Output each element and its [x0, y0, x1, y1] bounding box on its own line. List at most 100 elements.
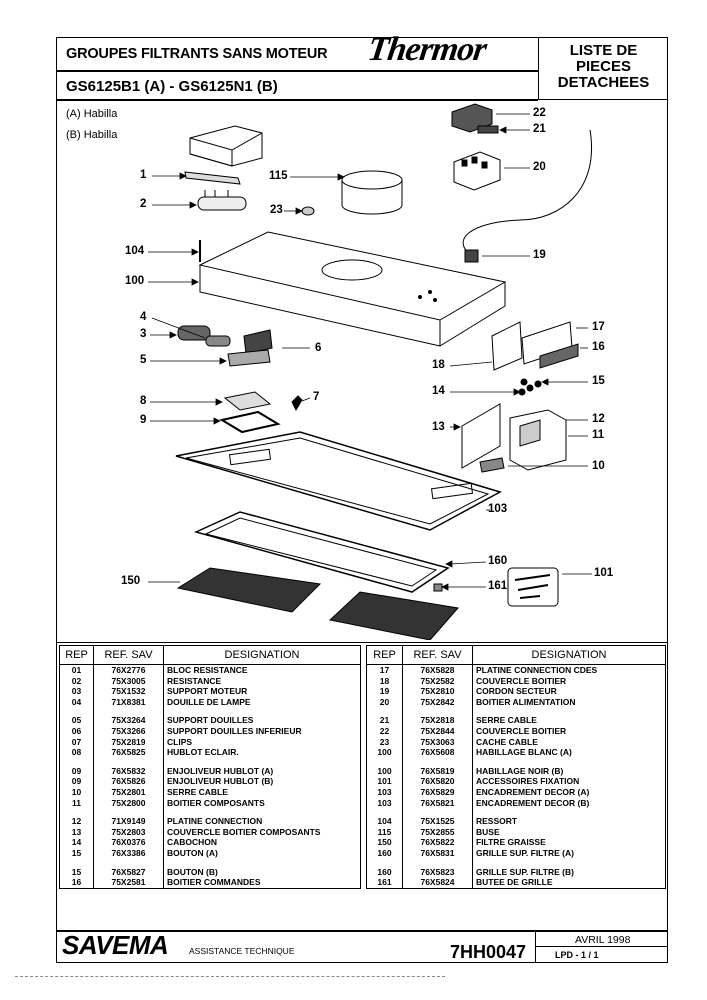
col-header-designation: DESIGNATION [163, 645, 361, 665]
callout-15: 15 [592, 375, 605, 387]
ref-sav-cell: 75X2819 [93, 736, 164, 748]
rep-cell: 23 [366, 736, 403, 748]
table-spacer-cell [366, 707, 403, 716]
rep-cell: 115 [366, 826, 403, 838]
table-spacer-cell [402, 757, 473, 766]
rep-cell: 100 [366, 747, 403, 758]
callout-8: 8 [140, 395, 147, 407]
document-title: GROUPES FILTRANTS SANS MOTEUR [66, 46, 328, 62]
part-couvercle-boitier [451, 103, 493, 133]
designation-cell: SUPPORT DOUILLES [163, 715, 361, 726]
legend-habilla-a: (A) Habilla [66, 108, 118, 120]
ref-sav-cell: 75X2582 [402, 675, 473, 687]
designation-cell: BOUTON (A) [163, 847, 361, 859]
part-serre-cable [477, 125, 499, 134]
part-habillage [198, 231, 507, 347]
rep-cell: 13 [59, 826, 94, 838]
page-number: LPD - 1 / 1 [555, 950, 599, 960]
col-header-rep: REP [366, 645, 403, 665]
ref-sav-cell: 76X2776 [93, 664, 164, 676]
footer-top-rule [56, 930, 668, 932]
table-spacer-cell [93, 757, 164, 766]
ref-sav-cell: 75X2801 [93, 786, 164, 798]
rep-cell: 15 [59, 866, 94, 878]
ref-sav-cell: 75X2855 [402, 826, 473, 838]
callout-10: 10 [592, 460, 605, 472]
designation-cell: RESISTANCE [163, 675, 361, 687]
callout-160: 160 [488, 555, 508, 567]
callout-16: 16 [592, 341, 605, 353]
ref-sav-cell: 75X2818 [402, 715, 473, 726]
date-box [535, 931, 668, 963]
callout-21: 21 [533, 123, 546, 135]
callout-115: 115 [269, 170, 288, 182]
page-frame [56, 37, 668, 963]
rep-cell: 16 [59, 877, 94, 889]
ref-sav-cell: 76X0376 [93, 837, 164, 848]
ref-sav-cell: 75X3264 [93, 715, 164, 726]
callout-6: 6 [315, 342, 322, 354]
ref-sav-cell: 75X3063 [402, 736, 473, 748]
part-boitier-composants [461, 403, 567, 471]
table-spacer-cell [472, 757, 666, 766]
table-spacer-cell [163, 858, 361, 867]
callout-161: 161 [488, 580, 508, 592]
part-bloc-resistance [184, 125, 263, 185]
ref-sav-cell: 75X2844 [402, 725, 473, 737]
designation-cell: SERRE CABLE [472, 715, 666, 726]
ref-sav-cell: 75X3005 [93, 675, 164, 687]
ref-sav-cell: 76X5821 [402, 797, 473, 809]
part-boitier-commandes [491, 321, 579, 371]
doc-type-line-1: LISTE DE [569, 42, 638, 59]
rep-cell: 160 [366, 847, 403, 859]
part-douille-de-lampe [205, 335, 231, 347]
rep-cell: 10 [59, 786, 94, 798]
rep-cell: 09 [59, 765, 94, 777]
rep-cell: 06 [59, 725, 94, 737]
callout-22: 22 [533, 107, 546, 119]
rep-cell: 15 [59, 847, 94, 859]
callout-7: 7 [313, 391, 320, 403]
table-spacer-cell [472, 808, 666, 817]
designation-cell: ENJOLIVEUR HUBLOT (A) [163, 765, 361, 777]
designation-cell: ACCESSOIRES FIXATION [472, 776, 666, 787]
table-spacer-cell [93, 858, 164, 867]
ref-sav-cell: 76X5823 [402, 866, 473, 878]
table-spacer-cell [366, 757, 403, 766]
callout-19: 19 [533, 249, 546, 261]
designation-cell: BOITIER COMMANDES [163, 877, 361, 889]
rep-cell: 03 [59, 686, 94, 697]
ref-sav-cell: 75X1532 [93, 686, 164, 697]
callout-23: 23 [270, 204, 283, 216]
callout-104: 104 [125, 245, 145, 257]
table-spacer-cell [366, 858, 403, 867]
table-spacer-cell [366, 808, 403, 817]
part-boitier-alimentation [453, 151, 501, 191]
designation-cell: PLATINE CONNECTION [163, 816, 361, 827]
designation-cell: BOITIER ALIMENTATION [472, 696, 666, 708]
table-spacer-cell [163, 707, 361, 716]
table-row-spacer [366, 858, 666, 867]
table-spacer-cell [472, 858, 666, 867]
table-spacer-cell [402, 808, 473, 817]
part-support-douilles-inferieur [227, 349, 271, 367]
part-hublot [223, 391, 272, 411]
rep-cell: 20 [366, 696, 403, 708]
ref-sav-cell: 76X5831 [402, 847, 473, 859]
